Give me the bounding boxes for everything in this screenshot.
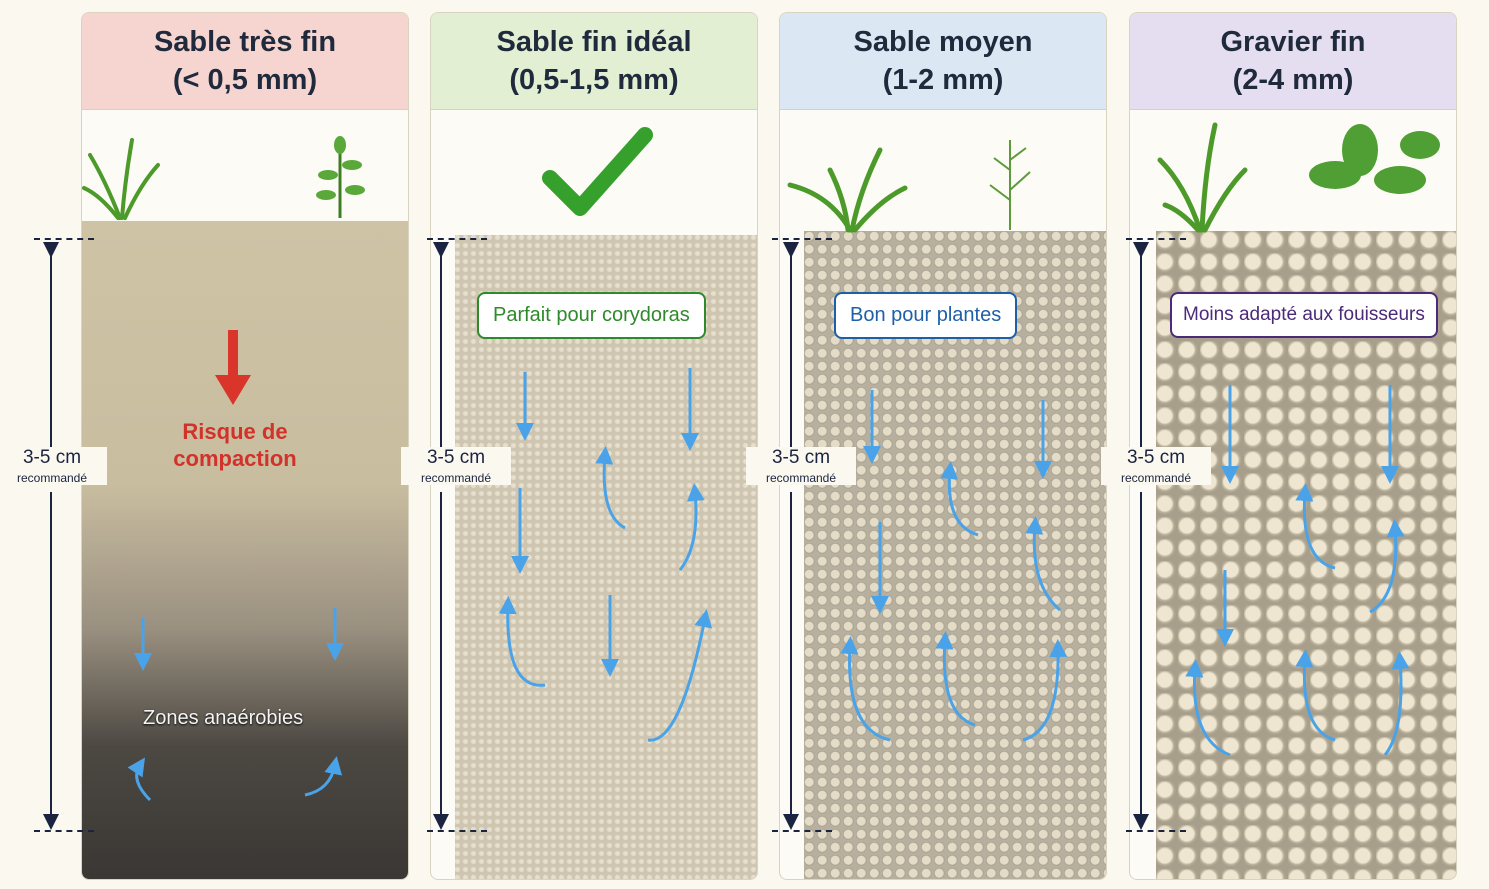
compaction-risk-note: Risque de compaction bbox=[173, 419, 297, 471]
depth-scale-4 bbox=[1126, 238, 1186, 832]
panel-size: (< 0,5 mm) bbox=[172, 64, 318, 96]
depth-scale-1 bbox=[34, 238, 94, 832]
tag-corydoras: Parfait pour corydoras bbox=[477, 292, 706, 339]
panel-title: Gravier fin bbox=[1220, 26, 1366, 58]
panel-header: Sable moyen (1-2 mm) bbox=[780, 13, 1106, 110]
tag-burrowers: Moins adapté aux fouisseurs bbox=[1170, 292, 1438, 338]
panel-very-fine-sand: Sable très fin (< 0,5 mm) bbox=[81, 12, 409, 880]
panel-header: Gravier fin (2-4 mm) bbox=[1130, 13, 1456, 110]
panel-title: Sable fin idéal bbox=[496, 26, 692, 58]
depth-scale-3 bbox=[772, 238, 832, 832]
substrate-fine bbox=[455, 235, 757, 879]
panel-title: Sable moyen bbox=[853, 26, 1033, 58]
panel-size: (1-2 mm) bbox=[882, 64, 1004, 96]
panel-title: Sable très fin bbox=[153, 26, 337, 58]
panel-header: Sable fin idéal (0,5-1,5 mm) bbox=[431, 13, 757, 110]
substrate-very-fine bbox=[82, 221, 408, 879]
panel-size: (2-4 mm) bbox=[1232, 64, 1354, 96]
panel-size: (0,5-1,5 mm) bbox=[509, 64, 679, 96]
panel-header: Sable très fin (< 0,5 mm) bbox=[82, 13, 408, 110]
depth-scale-2 bbox=[427, 238, 487, 832]
tag-plants: Bon pour plantes bbox=[834, 292, 1018, 339]
panel-ideal-fine-sand: Sable fin idéal (0,5-1,5 mm) bbox=[430, 12, 758, 880]
anaerobic-zones-note: Zones anaérobies bbox=[143, 707, 304, 729]
